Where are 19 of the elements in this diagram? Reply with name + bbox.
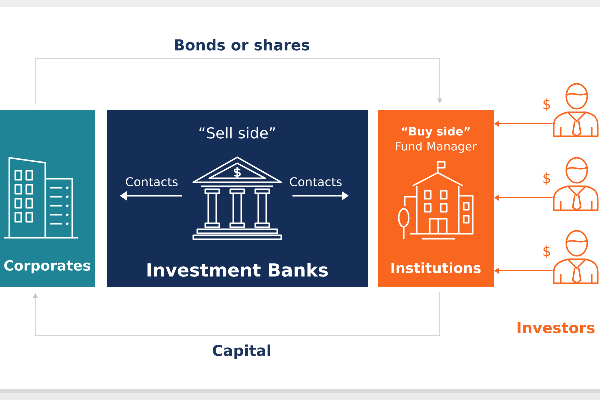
connector-arrow <box>35 58 443 106</box>
edge-label: Capital <box>211 344 273 360</box>
panel-title: Investment Banks <box>148 263 328 277</box>
edge-label: Contacts <box>288 176 344 188</box>
edge-label: $ <box>542 244 552 260</box>
edge-label: Bonds or shares <box>172 38 312 52</box>
panel-title: Institutions <box>392 262 481 274</box>
person-icon <box>553 157 599 212</box>
person-icon <box>553 83 599 138</box>
panel-caption: “Buy side” Fund Manager <box>396 126 478 154</box>
bank-icon <box>192 156 282 240</box>
connector-arrow <box>32 292 440 336</box>
person-icon <box>553 230 599 284</box>
edge-label: $ <box>542 98 552 112</box>
group-label: Investors <box>518 322 595 334</box>
edge-label: Contacts <box>124 176 180 188</box>
panel-caption: “Sell side” <box>200 127 276 139</box>
edge-label: $ <box>542 172 552 186</box>
panel-title: Corporates <box>4 260 90 274</box>
